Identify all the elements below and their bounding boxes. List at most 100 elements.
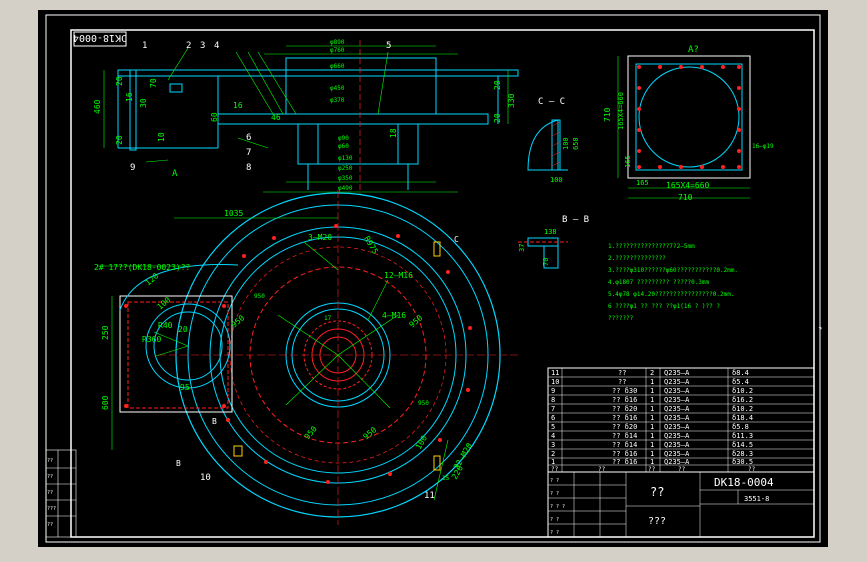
svg-text:20: 20 [493, 80, 502, 90]
bom-header-mat: ?? [678, 466, 686, 473]
svg-text:15: 15 [442, 475, 450, 482]
svg-text:20: 20 [115, 76, 124, 86]
side-mark: ? [818, 326, 822, 334]
svg-text:95: 95 [180, 383, 190, 392]
svg-text:1: 1 [650, 458, 654, 466]
svg-text:8: 8 [551, 396, 555, 404]
svg-text:100: 100 [156, 295, 173, 311]
svg-text:R975: R975 [362, 235, 380, 256]
section-cc-title: C – C [538, 97, 565, 107]
svg-text:??: ?? [618, 378, 626, 386]
svg-text:600: 600 [101, 395, 110, 410]
svg-text:2: 2 [650, 369, 654, 377]
bom-header-name: ?? [598, 466, 606, 473]
svg-text:3–M20: 3–M20 [308, 233, 332, 242]
svg-text:17: 17 [324, 315, 332, 322]
svg-text:2: 2 [551, 450, 555, 458]
svg-text:250: 250 [101, 325, 110, 340]
svg-text:1: 1 [650, 423, 654, 431]
svg-text:?? δ20: ?? δ20 [612, 423, 637, 431]
note-5: 5.4φ78 φ14.20????????????????0.2mm. [608, 291, 734, 298]
svg-text:1: 1 [650, 405, 654, 413]
svg-text:Q235–A: Q235–A [664, 450, 690, 458]
a-dim-165x4v: 165X4=660 [617, 92, 625, 130]
svg-text:4–M16: 4–M16 [382, 311, 406, 320]
outer-frame [45, 14, 821, 543]
svg-text:φ130: φ130 [338, 155, 353, 162]
svg-text:16: 16 [125, 92, 134, 102]
note-4: 4.φ1807 ????????? ?????0.3mm [608, 279, 710, 286]
svg-text:φ90: φ90 [338, 135, 349, 142]
title-number: 3551-8 [744, 495, 769, 503]
svg-text:φ450: φ450 [330, 85, 345, 92]
svg-text:3: 3 [551, 441, 555, 449]
svg-text:φ350: φ350 [338, 175, 353, 182]
svg-text:?? δ30: ?? δ30 [612, 387, 637, 395]
callout-5: 5 [386, 41, 391, 51]
title-sub: ??? [648, 516, 666, 527]
svg-text:20: 20 [178, 325, 188, 334]
svg-text:?? δ14: ?? δ14 [612, 432, 637, 440]
a-dim-165x4h: 165X4=660 [666, 181, 710, 190]
svg-text:60: 60 [210, 112, 219, 122]
svg-text:1: 1 [650, 396, 654, 404]
svg-text:φ660: φ660 [330, 63, 345, 70]
note-1: 1.???????????????7?2–5mm [608, 243, 695, 250]
bb-dim-138: 138 [544, 228, 557, 236]
plan-bolt-holes [124, 224, 472, 484]
bom-header-note: ?? [748, 466, 756, 473]
note-3: 3.????φ310??????φ60???????????0.2mm. [608, 267, 738, 274]
cc-dim-100b: 100 [550, 176, 563, 184]
callout-6: 6 [246, 133, 251, 143]
svg-text:?? δ16: ?? δ16 [612, 396, 637, 404]
svg-text:18: 18 [389, 128, 398, 138]
view-marker-b1: B [212, 417, 217, 426]
svg-text:7: 7 [551, 405, 555, 413]
cad-drawing-canvas[interactable]: DK18-0004 460 20 2 [38, 10, 828, 547]
svg-text:1: 1 [551, 458, 555, 466]
svg-text:δ16.2: δ16.2 [732, 396, 753, 404]
svg-text:Q235–A: Q235–A [664, 387, 690, 395]
plan-dim-lines [98, 217, 449, 501]
svg-text:Q235–A: Q235–A [664, 441, 690, 449]
svg-text:6: 6 [551, 414, 555, 422]
callout-9: 9 [130, 163, 135, 173]
svg-text:1: 1 [650, 432, 654, 440]
technical-notes: 1.???????????????7?2–5mm 2.?????????????… [608, 243, 738, 322]
svg-text:Q235–A: Q235–A [664, 458, 690, 466]
svg-text:Q235–A: Q235–A [664, 414, 690, 422]
title-name: ?? [650, 485, 664, 499]
svg-text:δ5.8: δ5.8 [732, 423, 749, 431]
section-cc-hatch [551, 121, 561, 167]
plan-centerlines [158, 190, 518, 525]
svg-text:φ370: φ370 [330, 97, 345, 104]
view-marker-a: A [172, 169, 178, 179]
bb-dim-37: 37 [518, 244, 526, 252]
svg-text:1: 1 [650, 450, 654, 458]
reference-label: 2# 17??(DK18-0023)?? [94, 263, 191, 272]
view-marker-b2: B [176, 459, 181, 468]
svg-text:460: 460 [93, 99, 102, 114]
revision-table [45, 449, 77, 538]
a-dim-710v: 710 [603, 107, 612, 122]
section-bb-title: B – B [562, 215, 589, 225]
plan-flange-marks [233, 241, 441, 471]
front-dim-lines [103, 45, 509, 193]
svg-text:20: 20 [493, 113, 502, 123]
svg-text:30: 30 [139, 98, 148, 108]
svg-text:δ30.5: δ30.5 [732, 458, 753, 466]
callout-8: 8 [246, 163, 251, 173]
a-dim-710h: 710 [678, 193, 693, 202]
a-dim-165h: 165 [636, 179, 649, 187]
a-dim-165v: 165 [624, 155, 632, 168]
svg-text:?? δ20: ?? δ20 [612, 405, 637, 413]
title-code: DK18-0004 [714, 476, 774, 489]
title-small-1: ? ? [550, 478, 559, 484]
section-bb-view [518, 237, 568, 269]
title-small-3: ? ? ? [550, 504, 565, 510]
svg-text:δ14.5: δ14.5 [732, 441, 753, 449]
svg-text:1035: 1035 [224, 209, 243, 218]
callout-numbers: 1 2 3 4 5 6 7 8 9 10 11 [130, 41, 435, 501]
svg-text:46: 46 [271, 113, 281, 122]
cc-dim-650: 650 [572, 137, 580, 150]
